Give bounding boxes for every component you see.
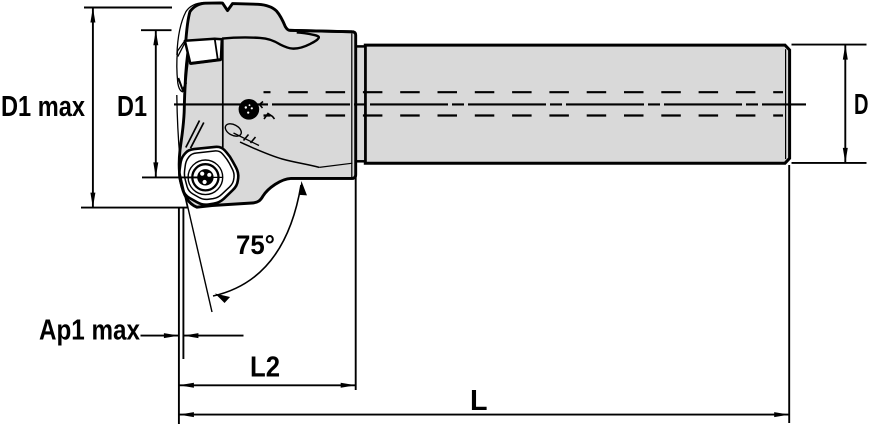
svg-text:Ap1 max: Ap1 max (39, 315, 140, 347)
svg-text:D: D (854, 89, 869, 121)
svg-text:75°: 75° (236, 230, 275, 260)
svg-text:D1 max: D1 max (1, 91, 85, 123)
svg-text:D1: D1 (117, 91, 147, 123)
svg-text:L: L (470, 385, 488, 417)
svg-text:L2: L2 (250, 352, 280, 384)
